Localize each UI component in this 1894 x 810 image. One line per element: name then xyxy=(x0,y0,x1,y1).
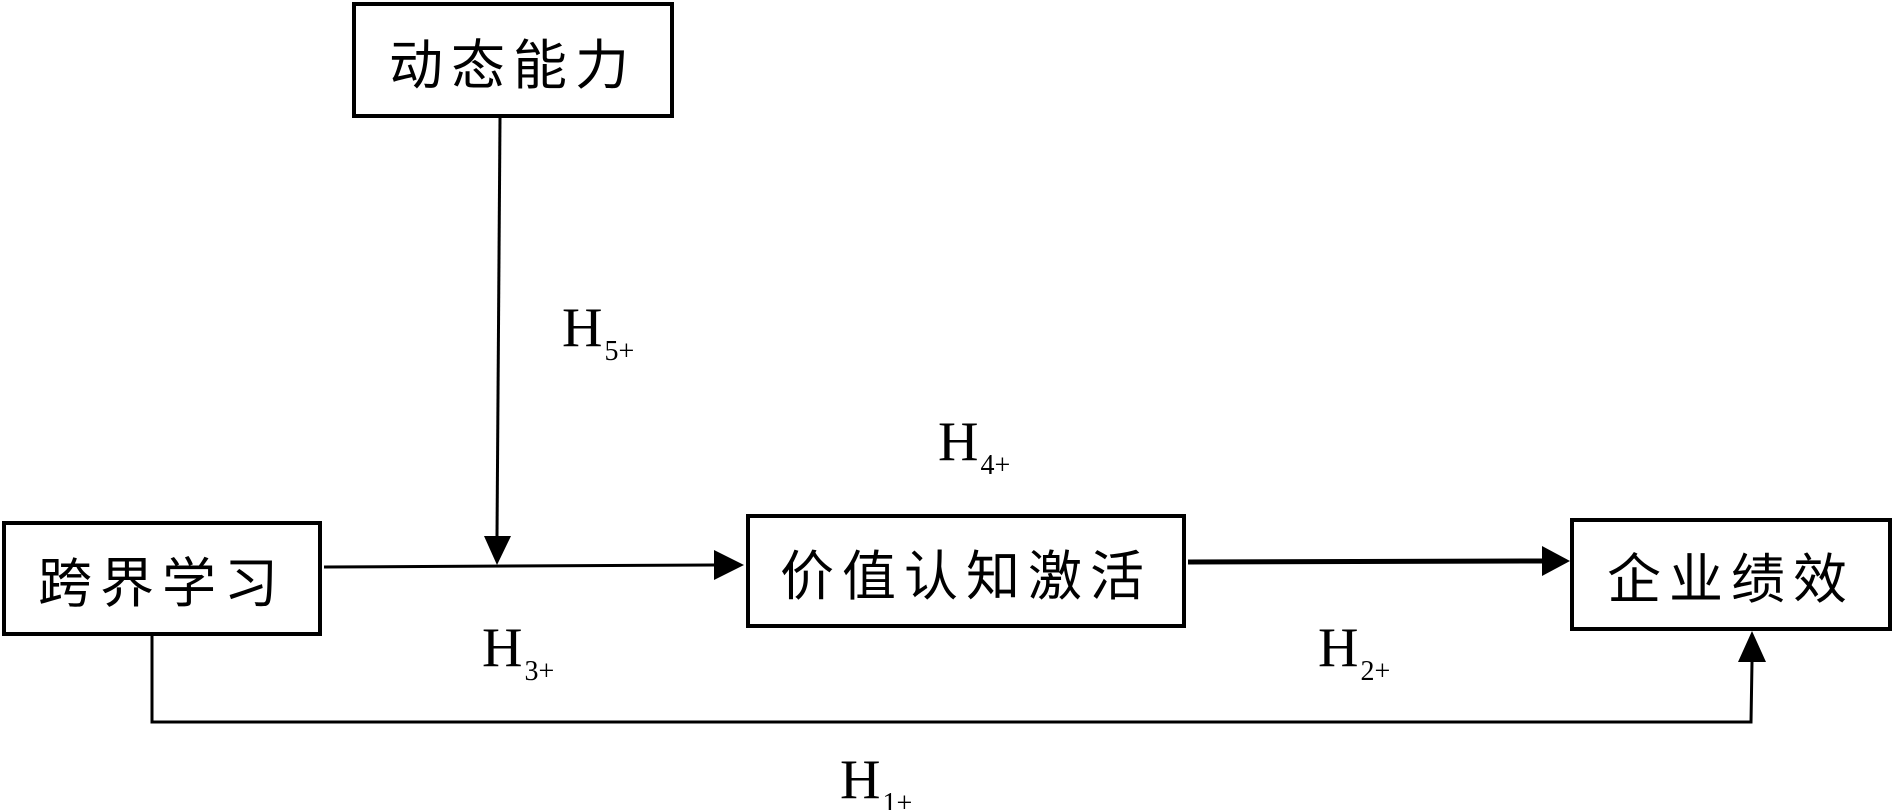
h3-arrowhead xyxy=(714,550,744,580)
node-cross-boundary-learning-label: 跨界学习 xyxy=(38,552,286,615)
h1-letter: H xyxy=(840,749,881,810)
node-value-cognition-activation: 价值认知激活 xyxy=(746,514,1186,628)
h4-letter: H xyxy=(938,411,979,473)
node-cross-boundary-learning: 跨界学习 xyxy=(2,521,322,636)
hypothesis-h4-label: H4+ xyxy=(938,414,1010,480)
h2-subscript: 2+ xyxy=(1360,656,1391,687)
node-value-cognition-activation-label: 价值认知激活 xyxy=(780,544,1152,608)
h4-subscript: 4+ xyxy=(980,450,1011,481)
h3-arrow xyxy=(323,563,715,569)
h2-letter: H xyxy=(1318,617,1359,679)
h2-arrowhead xyxy=(1542,546,1570,576)
h3-letter: H xyxy=(482,617,523,679)
h5-arrowhead xyxy=(484,536,511,565)
h5-letter: H xyxy=(562,297,603,359)
h1-arrow xyxy=(150,636,1754,724)
h5-moderation-arrow xyxy=(495,117,502,537)
h1-subscript: 1+ xyxy=(882,788,913,810)
h2-arrow xyxy=(1187,558,1543,565)
node-firm-performance-label: 企业绩效 xyxy=(1607,548,1855,611)
hypothesis-h1-label: H1+ xyxy=(840,752,912,810)
h5-subscript: 5+ xyxy=(604,336,635,367)
hypothesis-h2-label: H2+ xyxy=(1318,620,1390,686)
node-dynamic-capability: 动态能力 xyxy=(352,2,674,118)
h1-arrowhead xyxy=(1738,631,1766,662)
node-firm-performance: 企业绩效 xyxy=(1570,518,1892,631)
hypothesis-h5-label: H5+ xyxy=(562,300,634,366)
hypothesis-h3-label: H3+ xyxy=(482,620,554,686)
h3-subscript: 3+ xyxy=(524,656,555,687)
node-dynamic-capability-label: 动态能力 xyxy=(389,33,637,97)
